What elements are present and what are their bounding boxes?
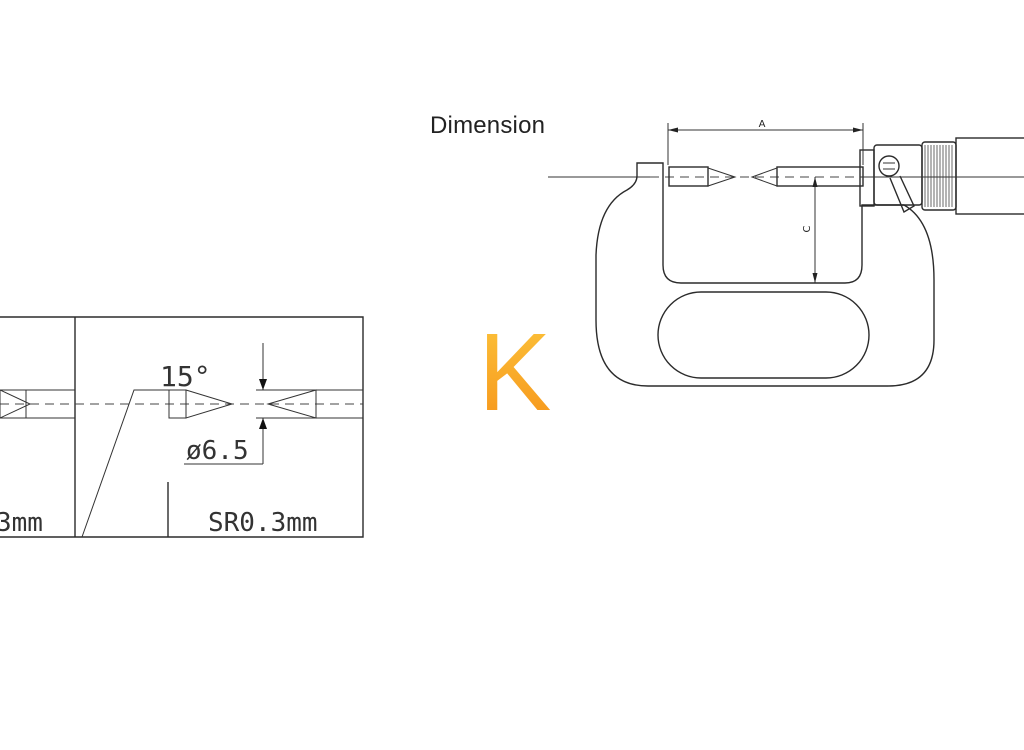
dim-a-label: A [759,119,766,130]
lock-lever [889,175,915,214]
dim-c-arrow-top [812,177,818,187]
anvil-tip [707,167,737,187]
dim-a-arrow-right [853,127,863,133]
dimension-heading: Dimension [430,112,546,139]
brand-logo-k: K [478,311,552,434]
dim-a-arrow-left [668,127,678,133]
frame-outer [595,162,935,387]
blade-tip-cone [185,389,234,419]
table-border [0,316,364,538]
dia-arrow-bottom [259,418,267,429]
thimble-knurl [924,145,953,207]
frame-slot [657,291,870,379]
right-tip-body [315,389,364,419]
diameter-label: ø6.5 [186,436,249,466]
micrometer-drawing: A C [548,119,1024,387]
spindle-tip [750,167,778,187]
thimble [921,141,957,211]
ratchet [955,137,1024,215]
dim-c-arrow-bottom [812,273,818,283]
angle-label: 15° [160,360,211,393]
cell-right-text: SR0.3mm [208,508,318,538]
dia-arrow-top [259,379,267,390]
dim-c-label: C [802,225,813,232]
blade-profile [81,389,169,538]
left-tip-cone [0,389,32,419]
tip-detail-table: 15° ø6.5 3mm SR0.3mm [0,316,364,538]
lock-screw-icon [878,155,900,177]
sleeve-collar [859,149,875,207]
cell-left-text: 3mm [0,508,43,538]
